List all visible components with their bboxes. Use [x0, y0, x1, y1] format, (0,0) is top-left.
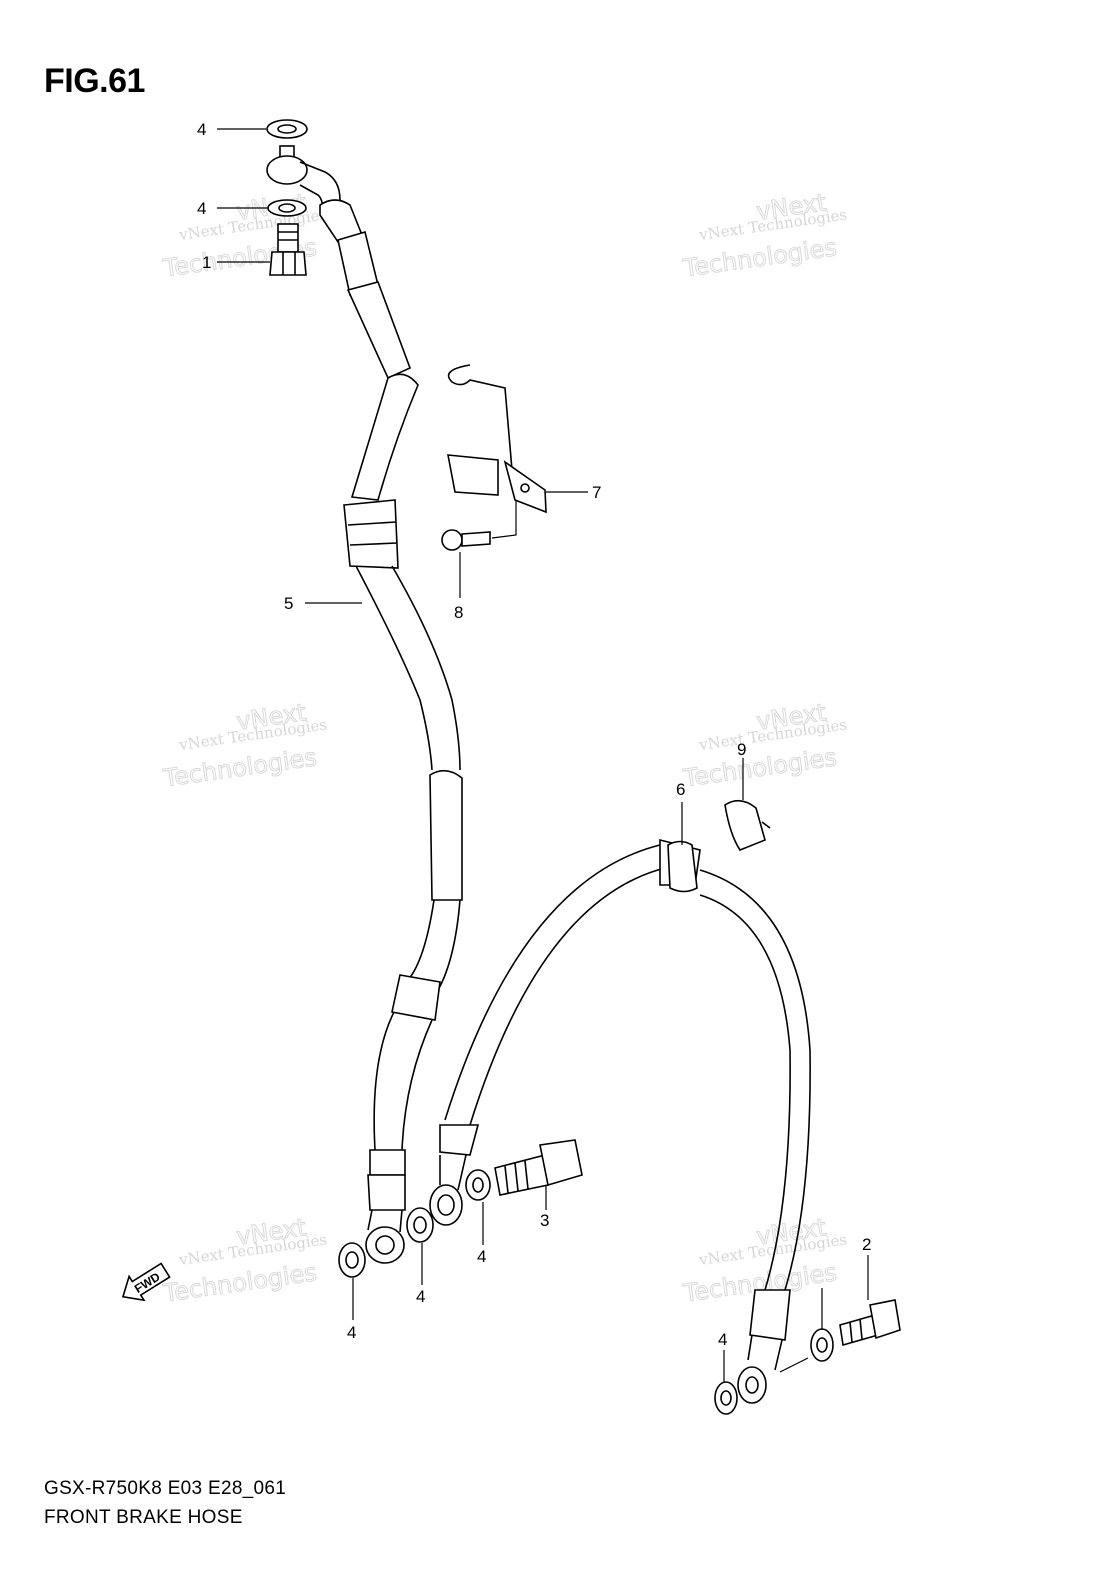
callout-washer-top-2: 4 [197, 199, 206, 218]
upper-brake-hose [319, 199, 463, 1233]
top-union-bolt [269, 223, 307, 276]
callout-union-bolt-top: 1 [202, 253, 211, 272]
hose-clamp [724, 799, 771, 851]
top-washer-2 [267, 199, 307, 217]
callout-washer-mid-1: 4 [477, 1247, 486, 1266]
bracket [447, 364, 547, 514]
top-washer-1 [266, 119, 308, 139]
lower-brake-hose [439, 838, 811, 1371]
callout-bracket-bolt: 8 [454, 603, 463, 622]
callout-hose-upper: 5 [284, 594, 293, 613]
callout-clamp: 9 [737, 740, 746, 759]
callout-grommet: 6 [676, 780, 685, 799]
figure-name: FRONT BRAKE HOSE [44, 1507, 243, 1528]
right-washer-1 [714, 1381, 738, 1415]
right-union-bolt [839, 1299, 901, 1347]
bracket-bolt [441, 529, 491, 551]
grommet [667, 840, 698, 893]
callout-washer-right: 4 [718, 1330, 727, 1349]
middle-washer [465, 1169, 491, 1201]
left-banjo-fitting [365, 1226, 405, 1264]
model-code: GSX-R750K8 E03 E28_061 [44, 1478, 287, 1499]
callout-bracket: 7 [592, 483, 601, 502]
middle-union-bolt [494, 1139, 583, 1196]
callout-washer-top-1: 4 [197, 120, 206, 139]
callout-union-bolt-right: 2 [862, 1235, 871, 1254]
watermark: vNext Technologies Technologies vNext vN… [160, 188, 848, 1308]
callout-union-bolt-mid: 3 [540, 1211, 549, 1230]
right-banjo-fitting [737, 1366, 767, 1404]
left-washer-1 [338, 1242, 366, 1278]
callout-washer-mid-2: 4 [416, 1287, 425, 1306]
callout-labels: 4 4 1 5 7 8 6 9 3 4 4 4 2 4 [197, 120, 871, 1349]
middle-banjo-fitting [429, 1154, 467, 1226]
left-washer-2 [406, 1207, 434, 1243]
figure-title: FIG.61 [44, 62, 145, 100]
leader-lines [217, 128, 869, 1382]
right-washer-2 [810, 1328, 834, 1362]
callout-washer-left: 4 [347, 1323, 356, 1342]
top-banjo-fitting [266, 145, 341, 216]
